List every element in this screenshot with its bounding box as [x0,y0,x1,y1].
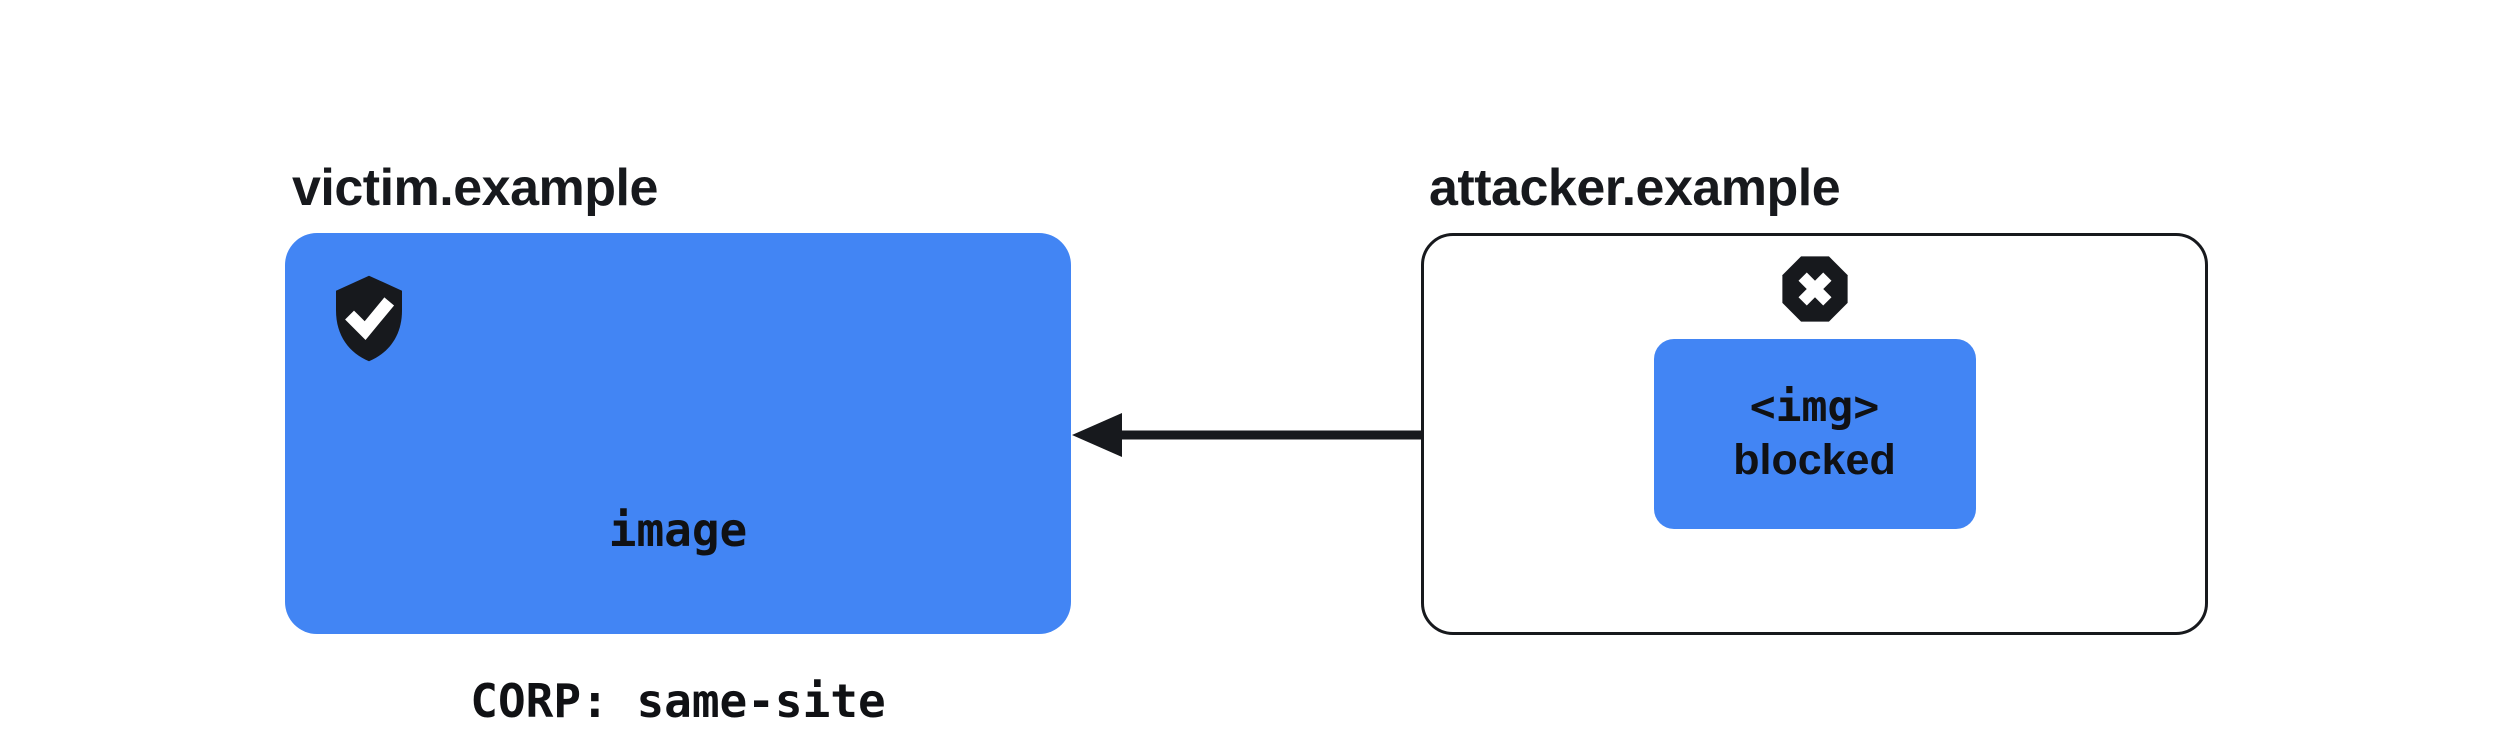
victim-resource-box: image CORP: same-site [285,233,1071,728]
attacker-origin-box: <img> blocked [1421,233,2208,635]
img-element-text: <img> [1749,382,1880,432]
blocked-octagon-icon [1781,256,1848,322]
resource-type-text: image [608,503,748,557]
victim-origin-label: victim.example [292,159,658,217]
blocked-request-chip: <img> blocked [1653,339,1976,529]
corp-header-text: CORP: same-site [470,674,886,728]
blocked-status-text: blocked [1733,436,1896,484]
arrow-left-icon [1072,413,1653,457]
shield-check-icon [336,275,402,362]
attacker-origin-label: attacker.example [1429,159,1841,217]
victim-resource-text: image CORP: same-site [285,388,1071,729]
